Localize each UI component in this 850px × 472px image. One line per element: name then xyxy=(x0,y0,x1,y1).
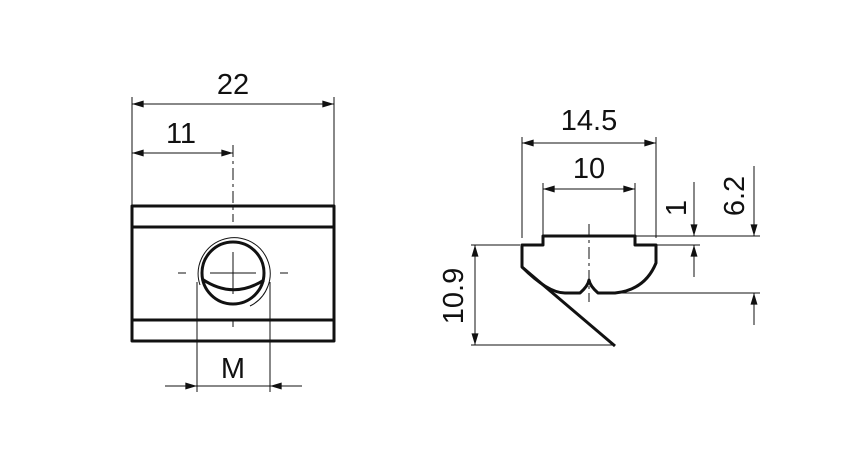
dimension-6-2-label: 6.2 xyxy=(719,176,751,216)
profile-outline xyxy=(520,234,658,295)
dimension-1-label: 1 xyxy=(661,200,693,216)
thread-dimension-label: M xyxy=(221,353,245,385)
dimension-10-9-label: 10.9 xyxy=(438,268,470,324)
thread-outer-arc xyxy=(197,237,271,307)
thread-hole xyxy=(200,240,266,306)
dimension-22-label: 22 xyxy=(217,69,249,101)
dimension-10-label: 10 xyxy=(573,153,605,185)
nut-outline xyxy=(130,204,336,343)
profile-diagonal xyxy=(521,265,616,348)
front-view: 22 11 M xyxy=(130,69,336,392)
side-view: 14.5 10 1 6.2 10.9 xyxy=(438,105,760,348)
dimension-11-label: 11 xyxy=(166,118,196,150)
dimension-14-5-label: 14.5 xyxy=(561,105,617,137)
